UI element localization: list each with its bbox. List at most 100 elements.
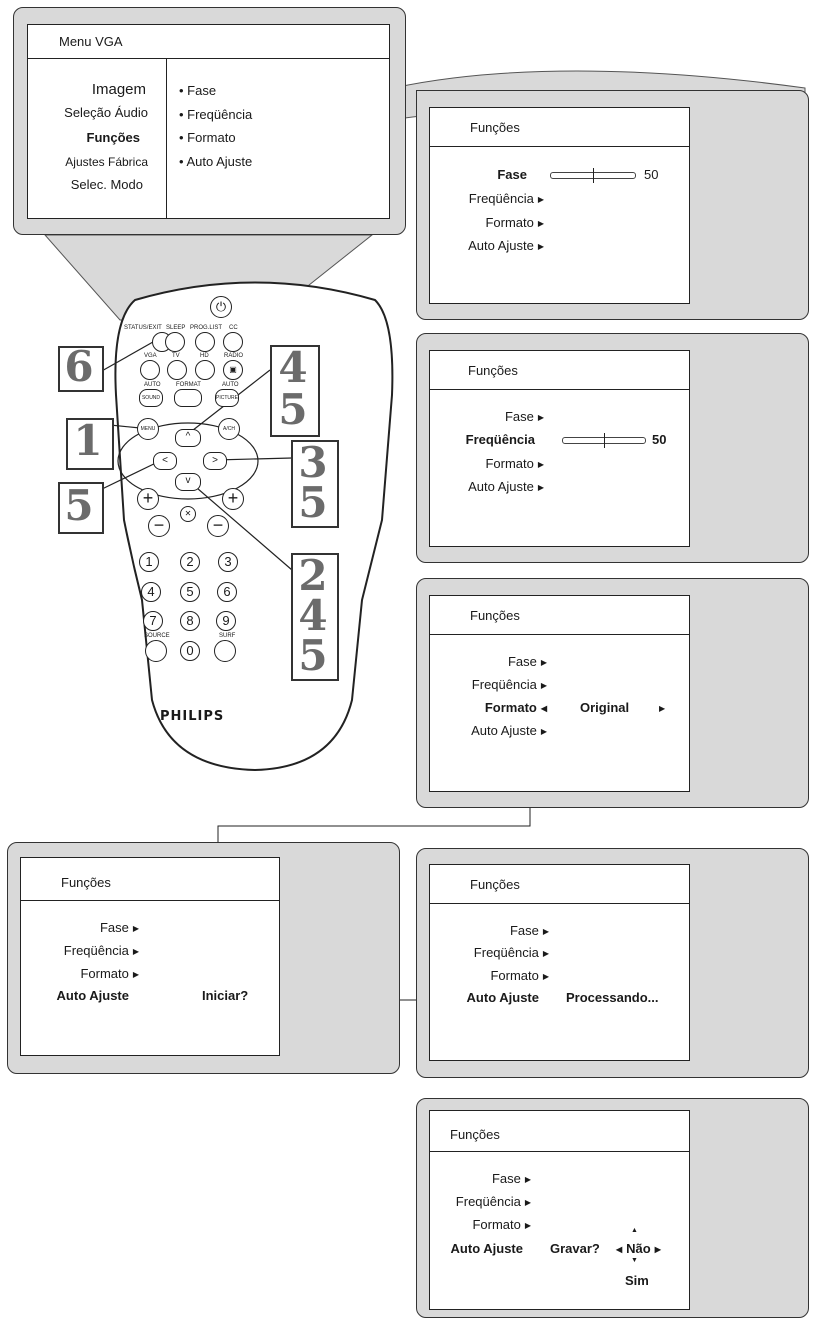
dpad-up-button[interactable]: ^	[175, 429, 201, 447]
fase-slider[interactable]	[550, 168, 636, 183]
iniciar-item-auto-ajuste[interactable]: Auto Ajuste	[56, 988, 129, 1003]
proc-item-fase[interactable]: Fase▶	[510, 923, 549, 938]
processando-screen-title: Funções	[470, 877, 520, 892]
digit-1-button[interactable]: 1	[139, 552, 159, 572]
gravar-item-auto-ajuste[interactable]: Auto Ajuste	[450, 1241, 523, 1256]
fase-item-auto-ajuste-label: Auto Ajuste	[468, 238, 534, 253]
formato-item-formato[interactable]: Formato◀	[485, 700, 547, 715]
digit-2-button[interactable]: 2	[180, 552, 200, 572]
step-35-bottom-label: 5	[298, 478, 328, 527]
frequencia-value: 50	[652, 432, 667, 447]
fase-item-auto-ajuste[interactable]: Auto Ajuste▶	[468, 238, 544, 253]
label-auto-picture: AUTO	[222, 382, 239, 388]
gravar-option-sim[interactable]: Sim	[625, 1273, 649, 1288]
digit-7-button[interactable]: 7	[143, 611, 163, 631]
mute-button[interactable]: ✕	[180, 506, 196, 522]
source-button[interactable]	[145, 640, 167, 662]
menu-item-selecao-audio[interactable]: Seleção Áudio	[64, 105, 148, 120]
dpad-left-button[interactable]: <	[153, 452, 177, 470]
auto-sound-button[interactable]: SOUND	[139, 389, 163, 407]
gravar-option-nao[interactable]: ◀Não▶	[616, 1241, 661, 1256]
dpad-down-button[interactable]: v	[175, 473, 201, 491]
cc-button[interactable]	[223, 332, 243, 352]
gravar-item-formato-label: Formato	[472, 1217, 521, 1232]
submenu-item-fase[interactable]: • Fase	[179, 83, 217, 98]
proc-item-auto-ajuste[interactable]: Auto Ajuste	[466, 990, 539, 1005]
step-6-box	[58, 346, 104, 392]
digit-0-button[interactable]: 0	[180, 641, 200, 661]
menu-item-selec-modo[interactable]: Selec. Modo	[70, 177, 143, 192]
freq-item-fase[interactable]: Fase▶	[505, 409, 544, 424]
format-button[interactable]	[174, 389, 202, 407]
fase-item-frequencia[interactable]: Freqüência▶	[469, 191, 544, 206]
arrow-right-icon: ▶	[537, 460, 544, 469]
menu-item-ajustes-fabrica[interactable]: Ajustes Fábrica	[65, 155, 148, 169]
gravar-item-frequencia[interactable]: Freqüência▶	[456, 1194, 531, 1209]
iniciar-item-frequencia[interactable]: Freqüência▶	[64, 943, 139, 958]
vga-button[interactable]	[140, 360, 160, 380]
fase-item-formato[interactable]: Formato▶	[485, 215, 544, 230]
surf-button[interactable]	[214, 640, 236, 662]
arrow-right-icon: ▶	[524, 1221, 531, 1230]
label-tv: TV	[172, 353, 180, 359]
formato-item-frequencia[interactable]: Freqüência▶	[472, 677, 547, 692]
volume-up-button[interactable]: +	[137, 488, 159, 510]
volume-down-button[interactable]: −	[148, 515, 170, 537]
hd-button[interactable]	[195, 360, 215, 380]
ach-button[interactable]: A/CH	[218, 418, 240, 440]
frequencia-slider[interactable]	[562, 433, 646, 448]
iniciar-item-formato[interactable]: Formato▶	[80, 966, 139, 981]
menu-item-funcoes[interactable]: Funções	[86, 130, 140, 145]
iniciar-item-fase[interactable]: Fase▶	[100, 920, 139, 935]
proc-item-formato[interactable]: Formato▶	[490, 968, 549, 983]
auto-sound-label: SOUND	[141, 395, 161, 401]
menu-button[interactable]: MENU	[137, 418, 159, 440]
arrow-right-icon: ▶	[537, 219, 544, 228]
frequencia-screen: Funções Fase▶ Freqüência 50 Formato▶ Aut…	[429, 350, 690, 547]
digit-5-button[interactable]: 5	[180, 582, 200, 602]
fase-item-fase[interactable]: Fase	[497, 167, 527, 182]
prog-list-button[interactable]	[195, 332, 215, 352]
digit-4-button[interactable]: 4	[141, 582, 161, 602]
freq-item-formato[interactable]: Formato▶	[485, 456, 544, 471]
sleep-button[interactable]	[165, 332, 185, 352]
gravar-option-nao-label: Não	[626, 1241, 651, 1256]
iniciar-value[interactable]: Iniciar?	[202, 988, 249, 1003]
label-surf: SURF	[219, 633, 236, 639]
formato-value[interactable]: Original	[580, 700, 630, 715]
dpad-right-button[interactable]: >	[203, 452, 227, 470]
channel-down-button[interactable]: −	[207, 515, 229, 537]
digit-6-button[interactable]: 6	[217, 582, 237, 602]
label-sleep: SLEEP	[166, 325, 186, 331]
proc-item-frequencia[interactable]: Freqüência▶	[474, 945, 549, 960]
tv-button[interactable]	[167, 360, 187, 380]
gravar-up-arrow-icon: ▲	[631, 1227, 638, 1234]
iniciar-screen: Funções Fase▶ Freqüência▶ Formato▶ Auto …	[20, 857, 280, 1056]
formato-screen-title: Funções	[470, 608, 520, 623]
power-button[interactable]: ⏻	[210, 296, 232, 318]
leader-35	[214, 457, 293, 461]
formato-item-auto-ajuste[interactable]: Auto Ajuste▶	[471, 723, 547, 738]
freq-item-frequencia[interactable]: Freqüência	[465, 432, 535, 447]
formato-item-fase[interactable]: Fase▶	[508, 654, 547, 669]
digit-8-button[interactable]: 8	[180, 611, 200, 631]
frequencia-slider-knob[interactable]	[604, 433, 605, 448]
auto-picture-button[interactable]: PICTURE	[215, 389, 239, 407]
menu-item-imagem[interactable]: Imagem	[91, 81, 146, 98]
channel-up-button[interactable]: +	[222, 488, 244, 510]
digit-9-button[interactable]: 9	[216, 611, 236, 631]
freq-item-auto-ajuste[interactable]: Auto Ajuste▶	[468, 479, 544, 494]
formato-value-arrow[interactable]: ▶	[655, 700, 665, 715]
fase-slider-knob[interactable]	[593, 168, 594, 183]
gravar-item-fase[interactable]: Fase▶	[492, 1171, 531, 1186]
fase-item-frequencia-label: Freqüência	[468, 191, 534, 206]
menu-vga-title-rule	[28, 58, 389, 59]
digit-3-button[interactable]: 3	[218, 552, 238, 572]
gravar-item-formato[interactable]: Formato▶	[472, 1217, 531, 1232]
submenu-item-formato[interactable]: • Formato	[179, 130, 236, 145]
submenu-item-frequencia[interactable]: • Freqüência	[179, 107, 253, 122]
leader-1	[109, 424, 141, 429]
submenu-item-auto-ajuste[interactable]: • Auto Ajuste	[179, 154, 253, 169]
radio-button[interactable]: ▣	[223, 360, 243, 380]
freq-item-auto-ajuste-label: Auto Ajuste	[468, 479, 534, 494]
